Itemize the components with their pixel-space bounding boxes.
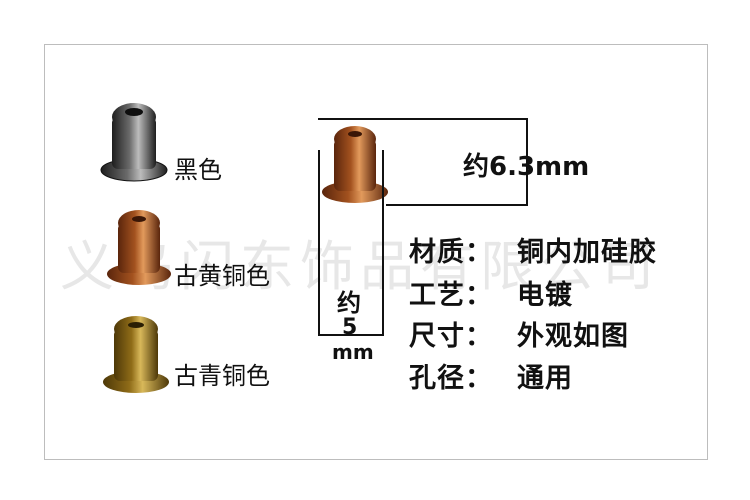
width-dimension-label: 约6.3mm (463, 152, 590, 182)
height-dimension-bottom-line (318, 334, 384, 336)
variant-label-black: 黑色 (174, 156, 222, 184)
height-dimension-right-line (382, 150, 384, 336)
variant-label-antique-copper: 古黄铜色 (174, 262, 270, 290)
antique-copper-ear-stopper-icon (104, 203, 174, 289)
dimensioned-ear-stopper-icon (320, 117, 390, 207)
spec-process-key: 工艺： (409, 280, 493, 311)
spec-material-value: 铜内加硅胶 (517, 237, 657, 268)
antique-bronze-ear-stopper-icon (100, 309, 172, 397)
height-dimension-left-line (318, 150, 320, 336)
height-dimension-value: 5 (342, 315, 358, 340)
height-dimension-prefix: 约 (337, 289, 361, 317)
spec-hole-key: 孔径： (409, 363, 493, 394)
height-dimension-unit: mm (332, 340, 374, 364)
spec-size-value: 外观如图 (517, 321, 629, 352)
spec-size-key: 尺寸： (409, 321, 493, 352)
width-dimension-top-line (318, 118, 528, 120)
spec-process-value: 电镀 (517, 280, 573, 311)
spec-material-key: 材质： (409, 237, 493, 268)
variant-label-antique-bronze: 古青铜色 (174, 362, 270, 390)
spec-hole-value: 通用 (517, 363, 573, 394)
width-dimension-right-line (526, 118, 528, 206)
width-dimension-bottom-line (386, 204, 528, 206)
black-ear-stopper-icon (98, 95, 170, 185)
